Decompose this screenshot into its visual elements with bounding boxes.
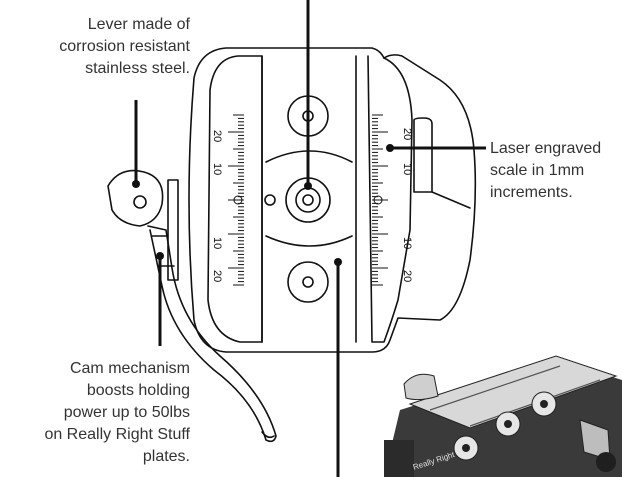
left-scale-zero-marker xyxy=(233,195,243,205)
leader-lever-dot xyxy=(132,180,140,188)
callout-cam-line-5: plates. xyxy=(142,448,190,465)
callout-scale-line-3: increments. xyxy=(490,184,573,201)
callout-lever: Lever made of corrosion resistant stainl… xyxy=(14,14,190,80)
clamp-body-outline xyxy=(188,47,477,353)
callout-lever-line-1: Lever made of xyxy=(87,16,190,33)
center-screw-mid xyxy=(295,187,321,213)
callout-cam: Cam mechanism boosts holding power up to… xyxy=(8,358,190,468)
left-scale xyxy=(228,114,244,286)
callout-scale-line-1: Laser engraved xyxy=(490,140,602,157)
callout-cam-line-1: Cam mechanism xyxy=(69,360,190,377)
left-scale-label-top-20: 20 xyxy=(211,130,223,142)
right-rail xyxy=(367,55,413,343)
right-scale-label-bottom-10: 10 xyxy=(401,237,413,249)
leader-bottom-dot xyxy=(334,258,342,266)
left-scale-label-bottom-20: 20 xyxy=(211,270,223,282)
lever-head xyxy=(107,169,164,227)
bottom-screw-outer xyxy=(287,261,329,303)
right-scale xyxy=(372,114,388,286)
center-bump-bottom xyxy=(265,235,353,247)
lever-tip xyxy=(261,431,275,439)
leader-top-dot xyxy=(304,182,312,190)
callout-lever-line-3: stainless steel. xyxy=(85,60,190,77)
left-rail xyxy=(207,55,263,343)
callout-lever-line-2: corrosion resistant xyxy=(59,38,190,55)
right-scale-label-top-10: 10 xyxy=(401,163,413,175)
right-scale-zero-marker xyxy=(373,195,383,205)
slot-shoulder xyxy=(431,191,471,209)
callout-scale: Laser engraved scale in 1mm increments. xyxy=(490,138,620,204)
clamp-photo-inset: Really Right xyxy=(384,355,622,477)
leader-cam-dot xyxy=(156,252,164,260)
lever-arm xyxy=(147,225,277,443)
left-scale-label-bottom-10: 10 xyxy=(211,237,223,249)
bottom-screw-inner xyxy=(302,276,314,288)
leader-scale-dot xyxy=(386,144,394,152)
callout-cam-line-4: on Really Right Stuff xyxy=(44,426,190,443)
center-screw-inner xyxy=(302,194,314,206)
lever-pivot-hole xyxy=(133,195,147,209)
right-scale-label-top-20: 20 xyxy=(401,128,413,140)
right-scale-label-bottom-20: 20 xyxy=(401,270,413,282)
lever-hinge-block xyxy=(167,179,179,281)
callout-cam-line-2: boosts holding xyxy=(86,382,190,399)
callout-cam-line-3: power up to 50lbs xyxy=(63,404,190,421)
left-scale-label-top-10: 10 xyxy=(211,163,223,175)
left-pin xyxy=(264,194,276,206)
slot-cutout xyxy=(413,117,433,193)
callout-scale-line-2: scale in 1mm xyxy=(490,162,585,179)
